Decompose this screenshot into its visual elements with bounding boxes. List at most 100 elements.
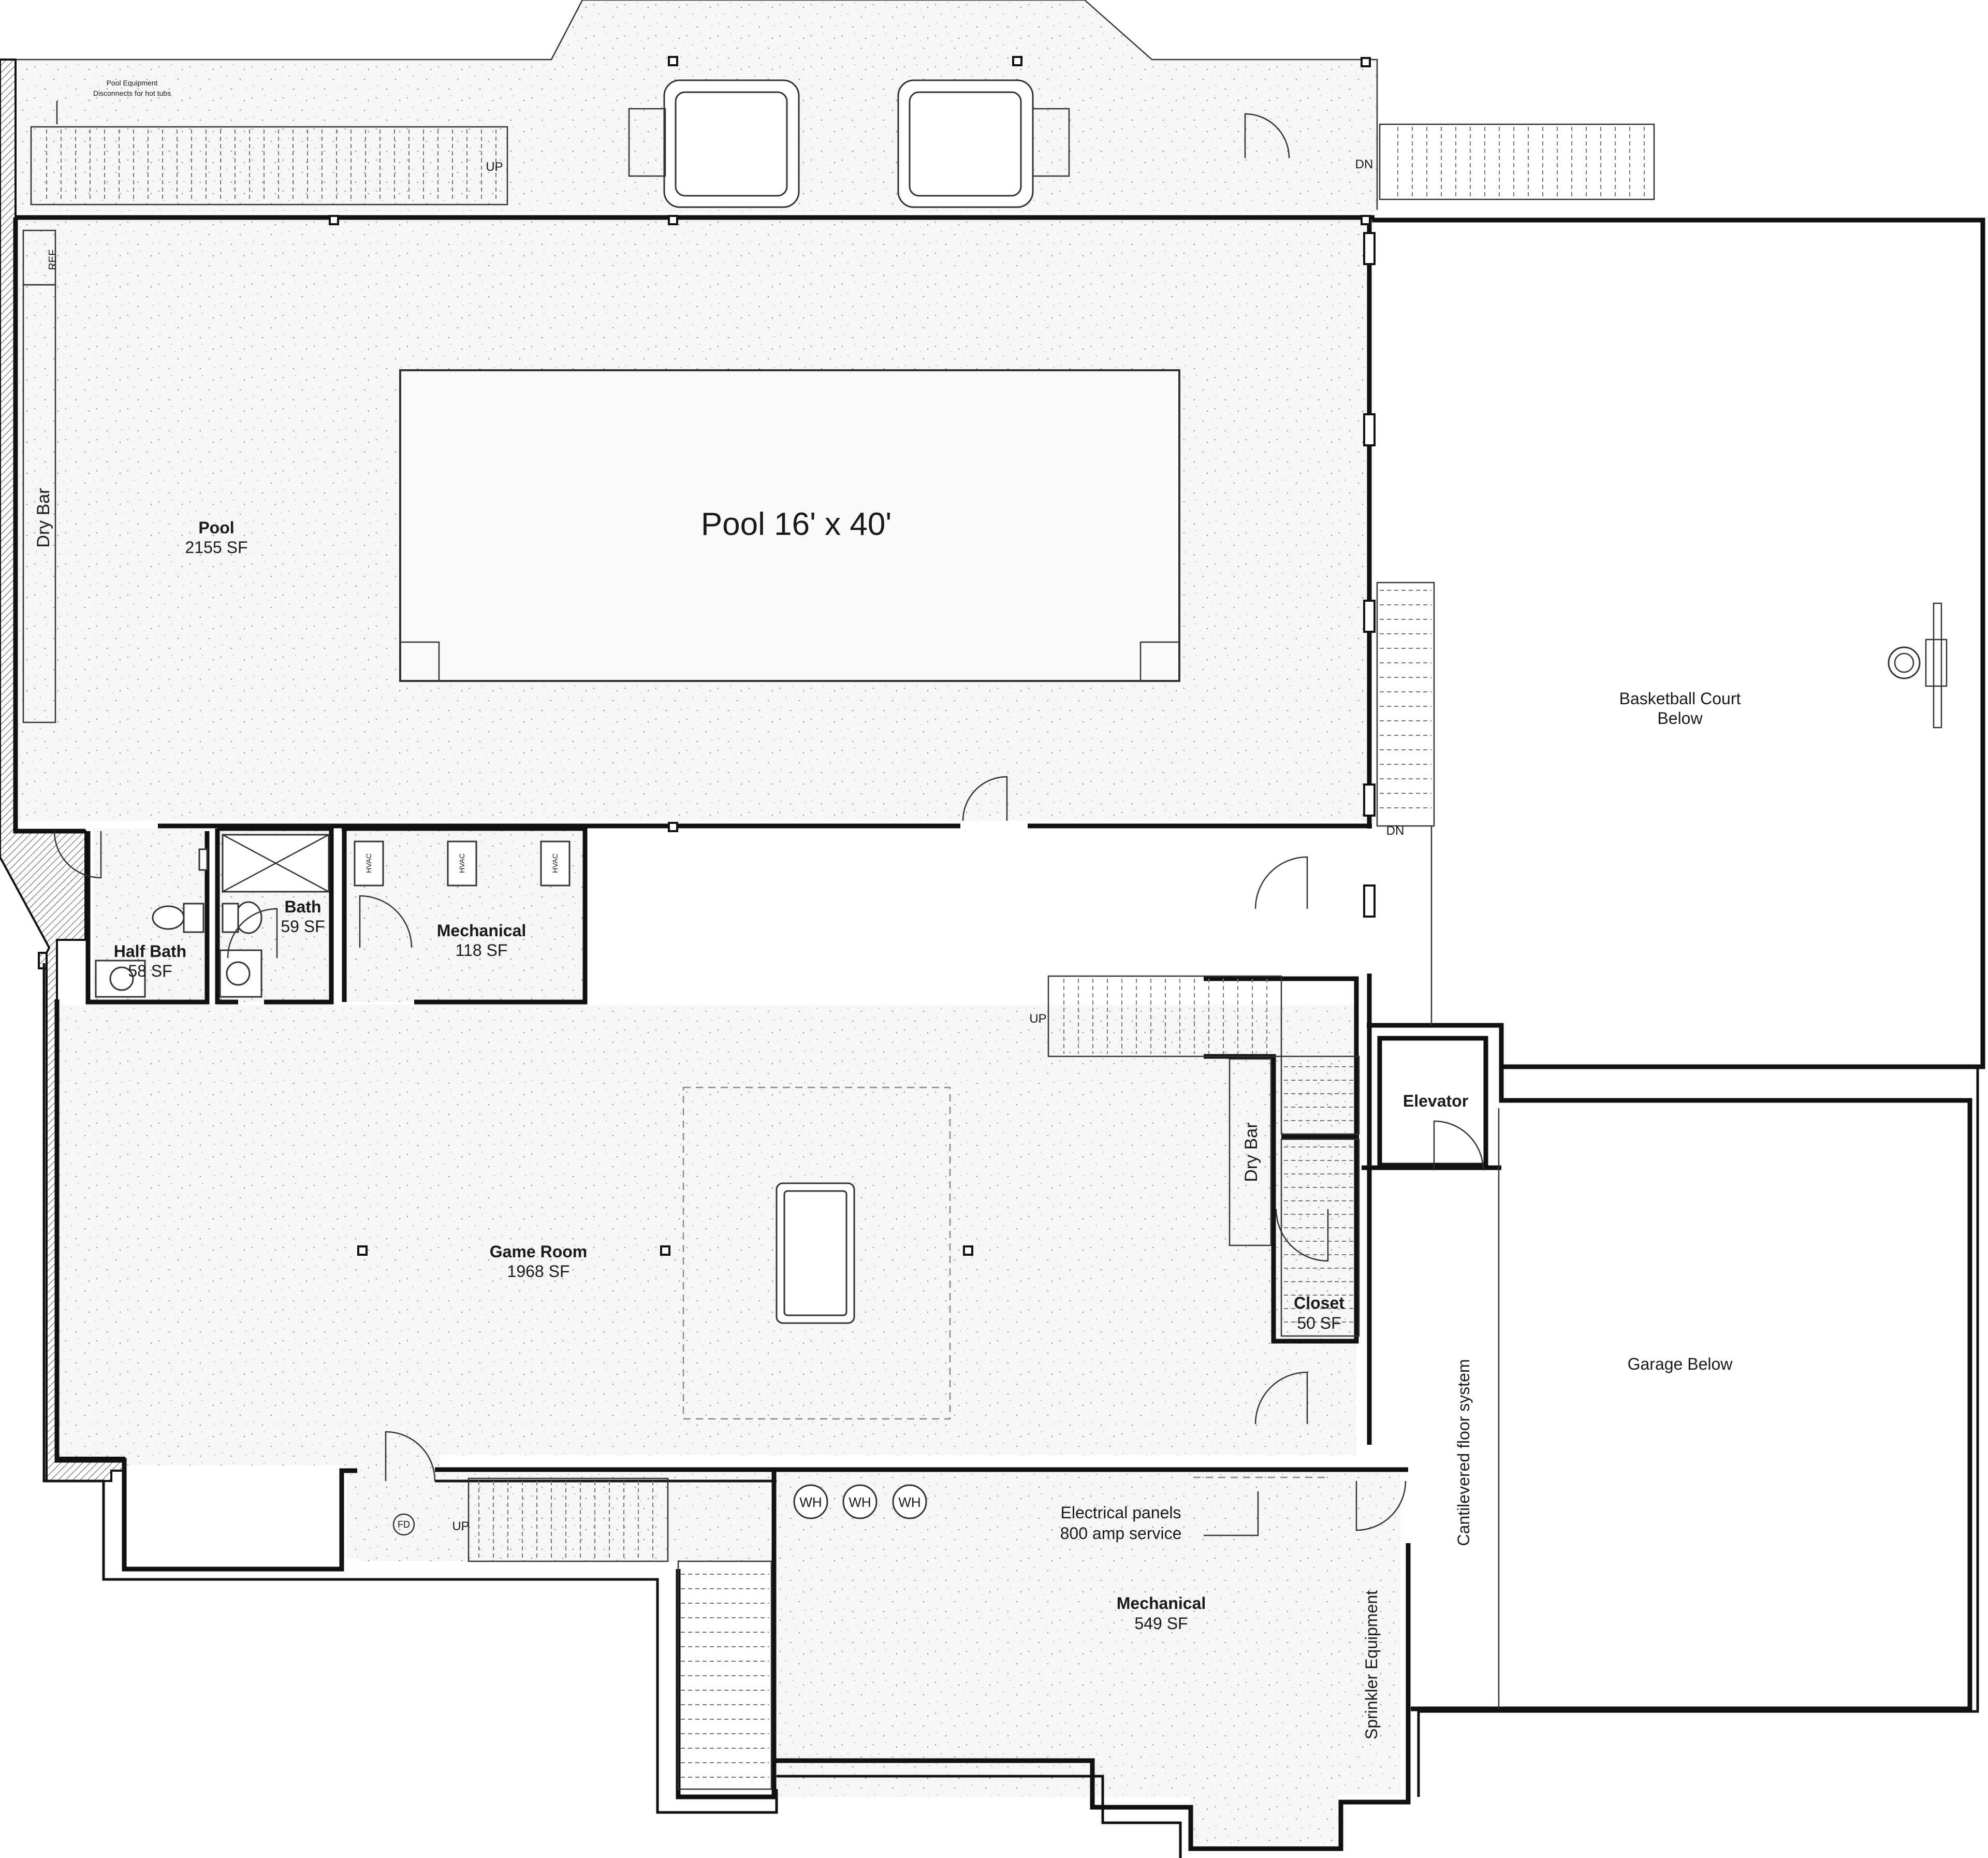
basketball-court-area	[1377, 223, 1972, 1100]
hvac-unit	[354, 840, 384, 887]
door-swing	[1355, 1480, 1407, 1531]
door-swing	[962, 776, 1008, 821]
stair-top-left	[30, 126, 508, 206]
column	[1363, 783, 1376, 817]
door-swing	[1254, 1371, 1308, 1425]
patio-outline	[16, 0, 1378, 210]
door-swing	[1433, 1120, 1484, 1171]
mechanical-large-name: Mechanical	[1117, 1594, 1206, 1613]
hvac-label: HVAC	[458, 853, 466, 873]
cantilevered-label: Cantilevered floor system	[1454, 1359, 1473, 1546]
stair-top-left-label: UP	[486, 160, 503, 174]
door-swing	[227, 908, 278, 959]
note-pool-equipment-2: Disconnects for hot tubs	[93, 89, 171, 97]
half-bath-area: 58 SF	[128, 962, 172, 980]
door-swing	[385, 1431, 436, 1482]
stair-pool-side-label: DN	[1386, 824, 1405, 838]
toilet-half-bath	[152, 905, 185, 930]
door-swing	[1244, 113, 1290, 158]
electrical-label-2: 800 amp service	[1060, 1524, 1182, 1543]
stair-top-right	[1379, 123, 1655, 200]
basketball-court-line2: Below	[1657, 709, 1703, 728]
bath-walls	[217, 826, 334, 1005]
electrical-label-1: Electrical panels	[1061, 1503, 1181, 1522]
closet-name: Closet	[1294, 1294, 1344, 1312]
pool-basin	[399, 369, 1180, 682]
lower-stair-floor	[357, 1473, 771, 1561]
hvac-unit	[540, 840, 571, 887]
mechanical-small-area: 118 SF	[456, 941, 508, 960]
mechanical-small-name: Mechanical	[437, 921, 527, 940]
water-heater-label: WH	[849, 1494, 871, 1510]
door-swing	[53, 831, 102, 879]
column	[357, 1245, 368, 1256]
column	[1361, 57, 1371, 67]
ref-label: REF.	[47, 248, 59, 270]
hvac-unit	[447, 840, 477, 887]
game-room-floor	[57, 1005, 1356, 1559]
water-heater-label: WH	[799, 1494, 822, 1510]
water-heater-label: WH	[898, 1494, 920, 1510]
pool-room-area: 2155 SF	[185, 538, 248, 557]
mechanical-walls	[342, 826, 588, 1005]
stair-pool-side	[1376, 582, 1435, 827]
pool-dry-bar-label: Dry Bar	[34, 488, 53, 547]
door-swing	[1254, 856, 1308, 909]
column	[1363, 884, 1376, 918]
door-swing	[1275, 1209, 1329, 1262]
hot-tub-left	[628, 79, 800, 208]
exterior-wall-left	[0, 59, 125, 1482]
column	[1363, 413, 1376, 446]
game-dry-bar-label: Dry Bar	[1241, 1122, 1261, 1182]
sprinkler-label: Sprinkler Equipment	[1362, 1590, 1381, 1739]
column	[668, 56, 678, 66]
mechanical-large-floor	[774, 1471, 1400, 1844]
column	[1363, 600, 1376, 633]
hot-tub-right	[897, 79, 1070, 208]
stair-lower-label: UP	[452, 1519, 469, 1533]
column	[668, 215, 678, 225]
pool-basin-label: Pool 16' x 40'	[701, 506, 891, 542]
basketball-court-line1: Basketball Court	[1619, 689, 1741, 708]
garage-outer-wall	[1417, 1067, 1979, 1797]
floor-drain-label: FD	[398, 1519, 410, 1530]
mechanical-large-area: 549 SF	[1134, 1614, 1188, 1633]
column	[329, 215, 339, 225]
game-room-name: Game Room	[490, 1242, 587, 1261]
column	[1361, 215, 1371, 225]
electrical-leader	[1204, 1491, 1259, 1536]
game-room-area: 1968 SF	[507, 1262, 570, 1281]
column	[1363, 232, 1376, 265]
game-dry-bar-counter	[1229, 1058, 1272, 1246]
closet-area: 50 SF	[1297, 1314, 1341, 1332]
note-pool-equipment-1: Pool Equipment	[107, 79, 158, 87]
stair-game-room-label: UP	[1029, 1012, 1046, 1026]
bath-area: 59 SF	[281, 917, 325, 936]
bath-left	[215, 829, 238, 1005]
garage-label: Garage Below	[1628, 1355, 1733, 1373]
pool-room-name: Pool	[198, 518, 234, 537]
column	[963, 1245, 973, 1256]
pool-step-left	[399, 641, 440, 682]
bath-name: Bath	[284, 897, 321, 916]
elevator-shaft	[1377, 1036, 1488, 1168]
half-bath-name: Half Bath	[114, 942, 186, 961]
stair-top-right-label: DN	[1355, 157, 1373, 171]
hvac-label: HVAC	[364, 853, 373, 873]
elevator-outer	[1367, 1023, 1972, 1711]
column	[660, 1245, 670, 1256]
pool-table	[682, 1086, 951, 1420]
basketball-outer-wall	[1372, 217, 1985, 1069]
mechanical-bottom-outer	[777, 1775, 1182, 1858]
basketball-hoop-icon	[1888, 602, 1948, 729]
pool-step-right	[1139, 641, 1180, 682]
column	[1012, 56, 1022, 66]
stair-game-room	[1047, 975, 1360, 1337]
pool-left-wall	[13, 217, 85, 834]
hvac-label: HVAC	[551, 853, 559, 873]
half-bath-walls	[85, 831, 210, 1005]
water-heater	[793, 1484, 828, 1519]
game-left-wall-outer	[42, 963, 778, 1814]
water-heater	[892, 1484, 927, 1519]
